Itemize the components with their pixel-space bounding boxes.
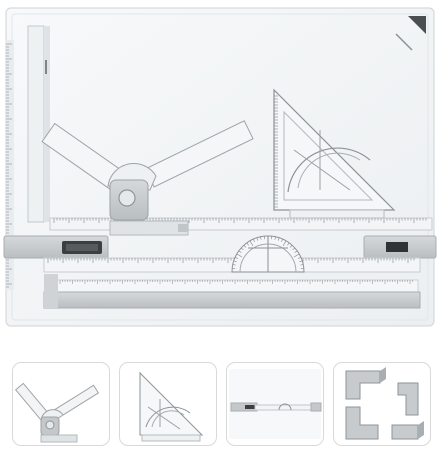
- arm-knob: [118, 189, 136, 207]
- drafting-arm: [41, 120, 254, 236]
- drawing-board-photo: [3, 7, 437, 327]
- corner-clips-thumb-image: [345, 367, 424, 440]
- thumbnail-drafting-arm[interactable]: [12, 362, 110, 446]
- parallel-ruler-thumb-image: [229, 369, 322, 439]
- left-scale: [6, 40, 14, 290]
- drafting-arm-thumb-image: [14, 382, 100, 443]
- set-square-thumb-image: [139, 371, 204, 442]
- set-square: [273, 88, 396, 219]
- bottom-rail: [43, 291, 421, 309]
- vertical-guide-rail: [27, 25, 45, 223]
- thumbnail-set-square[interactable]: [119, 362, 217, 446]
- thumbnail-corner-clips[interactable]: [333, 362, 431, 446]
- corner-clip: [408, 16, 426, 34]
- thumbnail-parallel-ruler[interactable]: [226, 362, 324, 446]
- board-surface: [5, 7, 435, 327]
